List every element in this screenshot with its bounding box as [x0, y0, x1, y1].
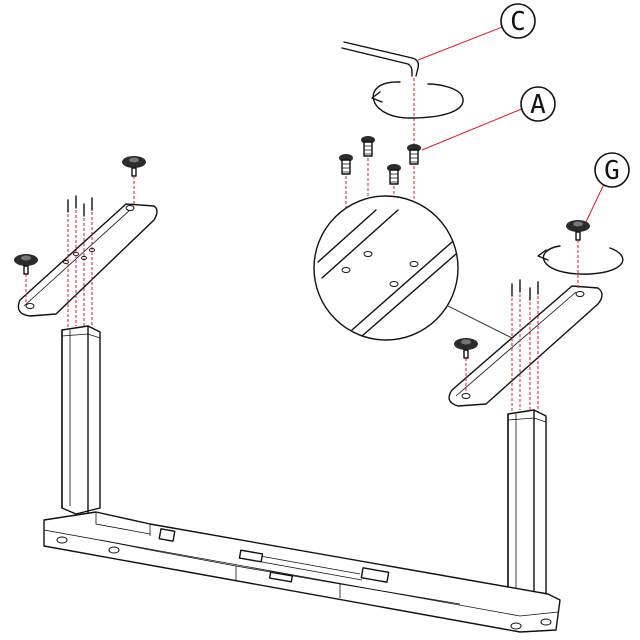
right-leveling-foot-front — [454, 338, 478, 392]
callout-C-label: C — [510, 7, 526, 37]
left-column — [61, 325, 101, 515]
left-leveling-foot-front — [14, 254, 38, 302]
callout-C: C — [417, 3, 536, 61]
hex-key — [341, 41, 420, 150]
base-frame — [43, 511, 561, 633]
callout-G-label: G — [604, 156, 620, 186]
callout-A-label: A — [530, 90, 546, 120]
callout-G: G — [585, 152, 630, 223]
left-foot-bracket — [17, 203, 158, 317]
right-foot-bracket — [448, 285, 603, 407]
right-leveling-foot-top — [566, 220, 590, 290]
right-screws — [511, 279, 539, 418]
bolt-2 — [361, 136, 375, 252]
rotation-arrow-top — [371, 81, 464, 119]
left-leveling-foot-back — [122, 156, 146, 204]
detail-magnifier — [313, 195, 513, 341]
callout-A: A — [421, 86, 556, 151]
rotation-arrow-right — [537, 245, 624, 275]
left-screws — [67, 195, 93, 334]
right-column — [507, 409, 547, 601]
